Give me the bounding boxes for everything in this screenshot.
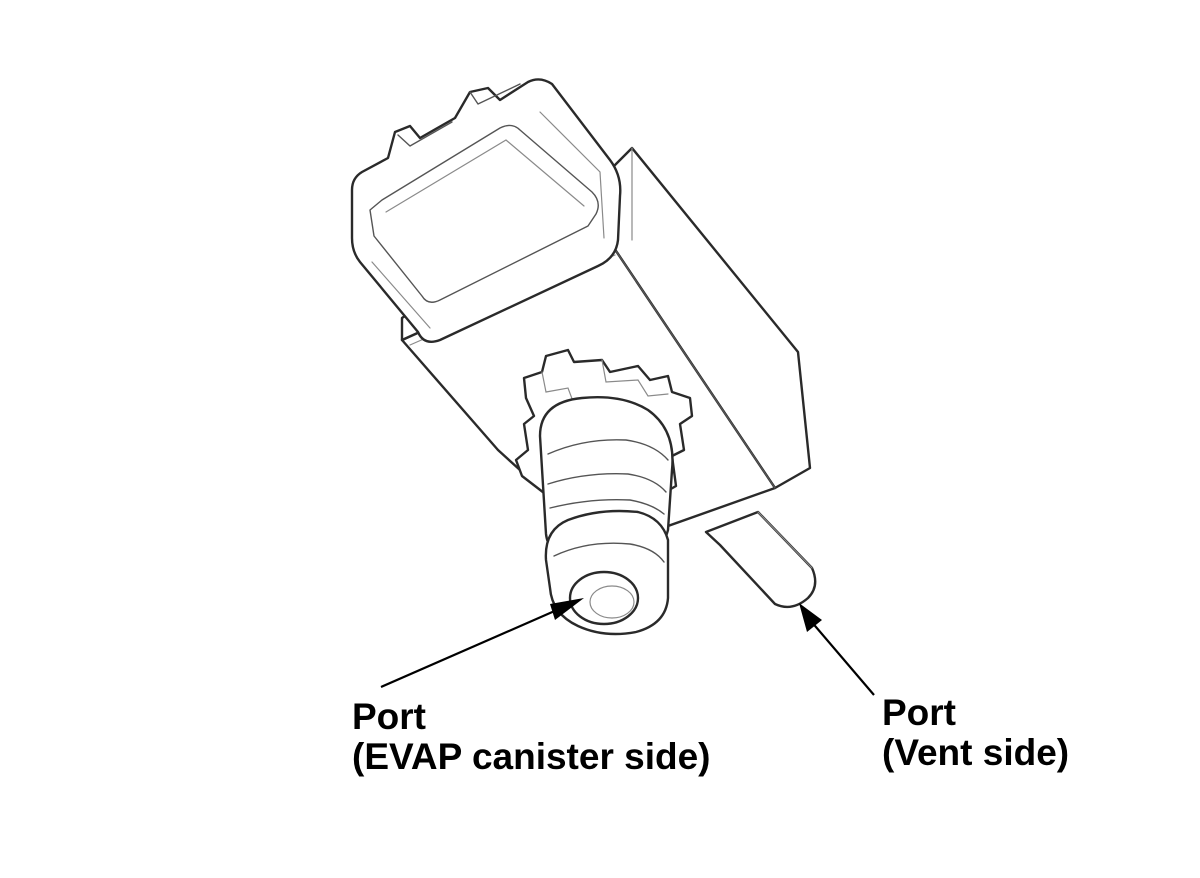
vent-port-leader (799, 603, 875, 696)
evap-port-leader (380, 598, 584, 689)
evap-canister-port (514, 348, 694, 636)
evap-port-label-line2: (EVAP canister side) (352, 736, 711, 777)
vent-port-label: Port (Vent side) (882, 693, 1069, 773)
vent-side-port (704, 510, 817, 609)
evap-port-label: Port (EVAP canister side) (352, 697, 711, 777)
vent-port-label-line2: (Vent side) (882, 732, 1070, 773)
evap-port-label-line1: Port (352, 696, 426, 737)
vent-port-label-line1: Port (882, 692, 956, 733)
electrical-connector (350, 78, 622, 343)
